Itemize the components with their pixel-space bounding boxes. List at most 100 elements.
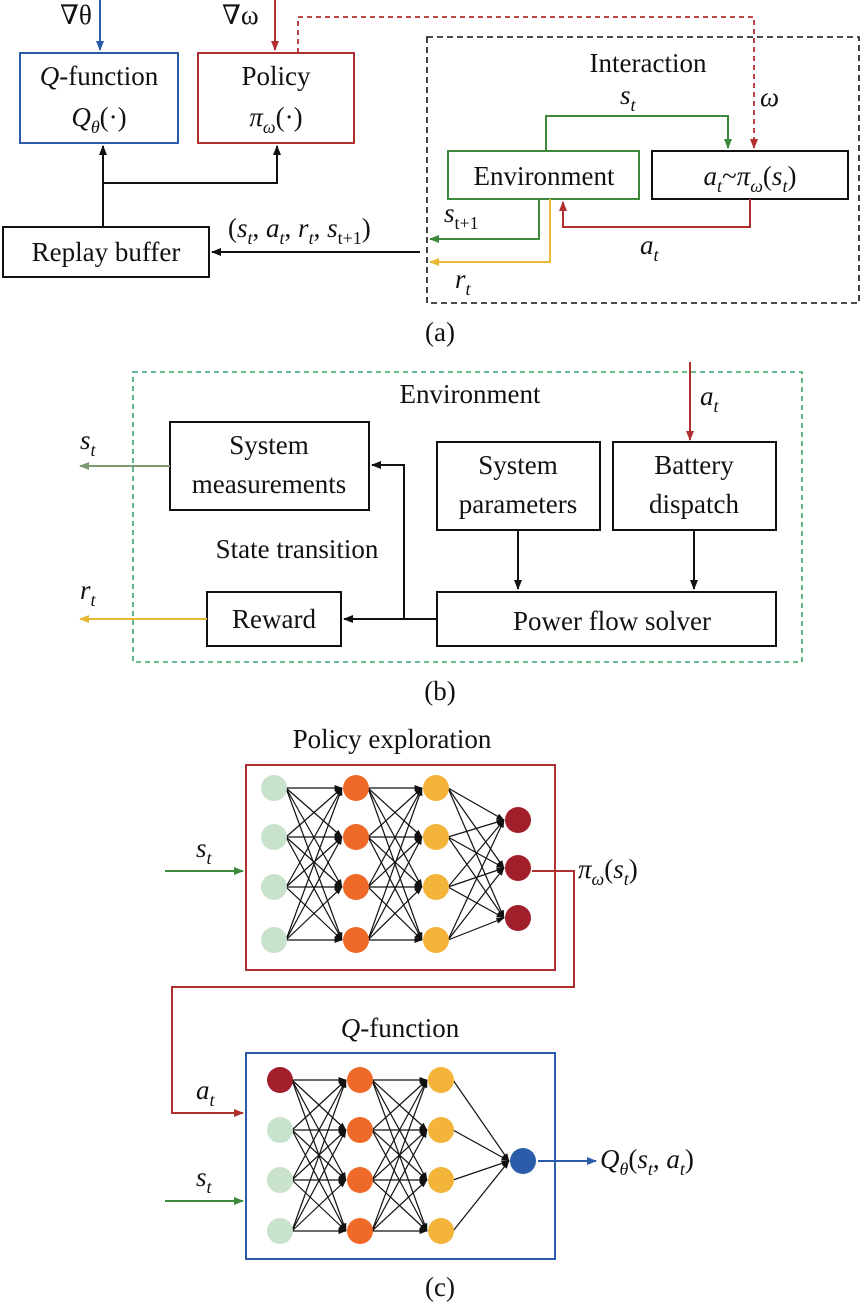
policy-net-edge (285, 787, 343, 888)
action-to-env-arrow (559, 199, 751, 228)
state-to-action-arrow (545, 115, 732, 151)
action-label-b: at (700, 381, 720, 416)
policy-net-node (505, 807, 531, 833)
policy-net-edge (447, 819, 505, 941)
q-net-node (347, 1067, 373, 1093)
policy-net-edge (447, 917, 505, 941)
q-net-edge (452, 1129, 510, 1162)
policy-net-node (423, 824, 449, 850)
policy-net-edge (447, 819, 505, 888)
policy-net-node (261, 874, 287, 900)
policy-net-node (423, 775, 449, 801)
q-net-node (428, 1167, 454, 1193)
replay-buffer-label: Replay buffer (32, 237, 181, 267)
transition-tuple-label: (st, at, rt, st+1) (228, 213, 371, 248)
system-parameters-line2: parameters (459, 489, 577, 519)
policy-network-box (245, 764, 556, 971)
q-net-node (428, 1218, 454, 1244)
action-label-a: at (640, 230, 660, 265)
policy-net-edge (367, 836, 423, 941)
panel-c: Policy exploration st πω(st) Q-function … (165, 724, 694, 1302)
policy-net-edge (285, 886, 343, 941)
policy-net-edge (367, 886, 423, 941)
interaction-region (426, 36, 860, 304)
policy-net-node (343, 824, 369, 850)
caption-c: (c) (425, 1272, 455, 1302)
power-flow-solver-label: Power flow solver (513, 606, 711, 636)
q-output-label: Qθ(st, at) (600, 1144, 694, 1179)
state-label-b: st (80, 425, 97, 460)
panel-a: ∇θ ∇ω Q-function Qθ(·) Policy πω(·) Repl… (2, 0, 860, 347)
policy-net-node (505, 855, 531, 881)
policy-net-edge (367, 787, 423, 838)
policy-net-edge (367, 787, 423, 941)
omega-label: ω (760, 82, 779, 112)
state-transition-arrow (371, 461, 405, 619)
q-net-edge (371, 1129, 428, 1232)
interaction-title: Interaction (590, 48, 707, 78)
policy-net-edge (367, 787, 423, 888)
policy-network (261, 775, 531, 953)
policy-net-edge (285, 836, 343, 941)
policy-net-edge (367, 836, 423, 888)
grad-theta-label: ∇θ (60, 0, 92, 30)
policy-net-node (261, 775, 287, 801)
panel-b: Environment at System measurements Syste… (79, 362, 803, 706)
qfunction-box (19, 52, 179, 144)
policy-net-edge (447, 787, 505, 821)
reward-label-a: rt (455, 264, 472, 299)
qfunction-symbol: Qθ(·) (71, 102, 126, 137)
q-net-edge (291, 1079, 347, 1131)
caption-a: (a) (425, 317, 455, 347)
policy-net-edge (447, 819, 505, 838)
grad-omega-label: ∇ω (222, 0, 259, 30)
policy-symbol: πω(·) (249, 102, 302, 137)
policy-net-node (343, 874, 369, 900)
environment-title-b: Environment (400, 379, 541, 409)
reward-label-b: rt (80, 575, 97, 610)
policy-net-node (343, 775, 369, 801)
q-net-node (347, 1167, 373, 1193)
q-net-edge (291, 1179, 347, 1232)
state-label-c1: st (196, 833, 213, 868)
policy-net-node (343, 927, 369, 953)
policy-net-edge (285, 787, 343, 941)
next-state-arrow (429, 199, 540, 243)
policy-net-node (261, 927, 287, 953)
system-measurements-line2: measurements (192, 469, 346, 499)
q-net-edge (291, 1079, 347, 1181)
policy-net-edge (285, 787, 343, 838)
q-net-node (267, 1117, 293, 1143)
reward-arrow-a (429, 199, 551, 266)
q-net-edge (371, 1179, 428, 1232)
q-function-title: Q-function (341, 1013, 460, 1043)
q-net-node (267, 1218, 293, 1244)
policy-label: Policy (241, 61, 311, 91)
q-net-edge (371, 1079, 428, 1131)
policy-net-node (423, 927, 449, 953)
state-label-a: st (620, 80, 637, 115)
policy-net-edge (447, 867, 505, 941)
environment-region (132, 371, 803, 663)
environment-box (447, 150, 640, 200)
q-network (267, 1067, 536, 1244)
policy-net-edge (447, 886, 505, 919)
policy-exploration-title: Policy exploration (293, 724, 492, 754)
policy-net-node (505, 905, 531, 931)
policy-net-edge (285, 836, 343, 888)
action-label-c: at (196, 1075, 216, 1110)
q-net-edge (291, 1079, 347, 1232)
environment-label: Environment (474, 161, 615, 191)
policy-to-q-action-arrow (171, 870, 575, 1117)
policy-net-node (423, 874, 449, 900)
system-measurements-line1: System (229, 430, 309, 460)
q-net-node (347, 1117, 373, 1143)
policy-box (197, 52, 355, 144)
q-net-node (267, 1167, 293, 1193)
q-net-node (428, 1067, 454, 1093)
qfunction-label: Q-function (40, 61, 159, 91)
policy-net-edge (447, 836, 505, 869)
policy-output-label: πω(st) (578, 854, 638, 889)
state-transition-label: State transition (216, 534, 379, 564)
